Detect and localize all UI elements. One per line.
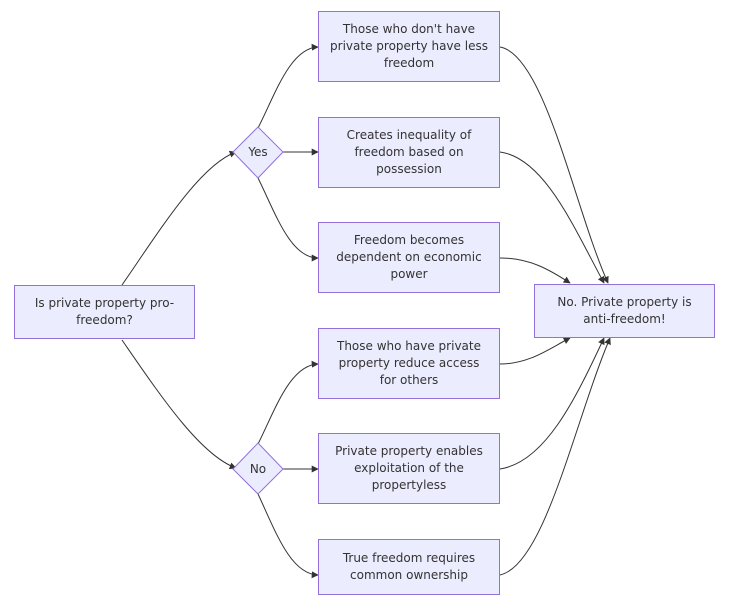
yes-node-3-label: Freedom becomes dependent on economic po… [336,233,482,281]
conclusion-node-label: No. Private property is anti-freedom! [557,295,692,326]
edge-node4-to-conclusion [499,337,571,365]
edge-node1-to-conclusion [499,46,609,284]
no-node-3-label: True freedom requires common ownership [342,551,476,582]
edge-node5-to-conclusion [499,337,605,470]
edge-yes-to-node1 [257,43,319,129]
start-node: Is private property pro-freedom? [14,285,195,339]
edge-start-to-yes [121,150,237,286]
start-node-label: Is private property pro-freedom? [34,296,175,327]
yes-node-3: Freedom becomes dependent on economic po… [318,222,500,293]
no-node-1: Those who have private property reduce a… [318,328,500,399]
edge-node3-to-conclusion [499,257,571,284]
decision-yes-label: Yes [248,145,268,159]
no-node-2-label: Private property enables exploitation of… [335,444,483,492]
yes-node-1-label: Those who don't have private property ha… [330,22,488,70]
edge-node2-to-conclusion [499,151,605,284]
edge-no-to-node4 [257,360,319,445]
decision-yes-diamond [232,126,284,179]
edge-no-to-node6 [257,493,319,579]
decision-no-diamond [232,442,284,495]
conclusion-node: No. Private property is anti-freedom! [534,284,715,338]
edge-node6-to-conclusion [499,337,611,576]
yes-node-2-label: Creates inequality of freedom based on p… [346,128,472,176]
no-node-1-label: Those who have private property reduce a… [337,339,481,387]
no-node-3: True freedom requires common ownership [318,539,500,595]
yes-node-1: Those who don't have private property ha… [318,11,500,82]
edge-yes-to-node3 [257,177,319,262]
yes-node-2: Creates inequality of freedom based on p… [318,117,500,188]
no-node-2: Private property enables exploitation of… [318,433,500,504]
edge-start-to-no [121,339,237,470]
decision-no-label: No [249,462,267,476]
